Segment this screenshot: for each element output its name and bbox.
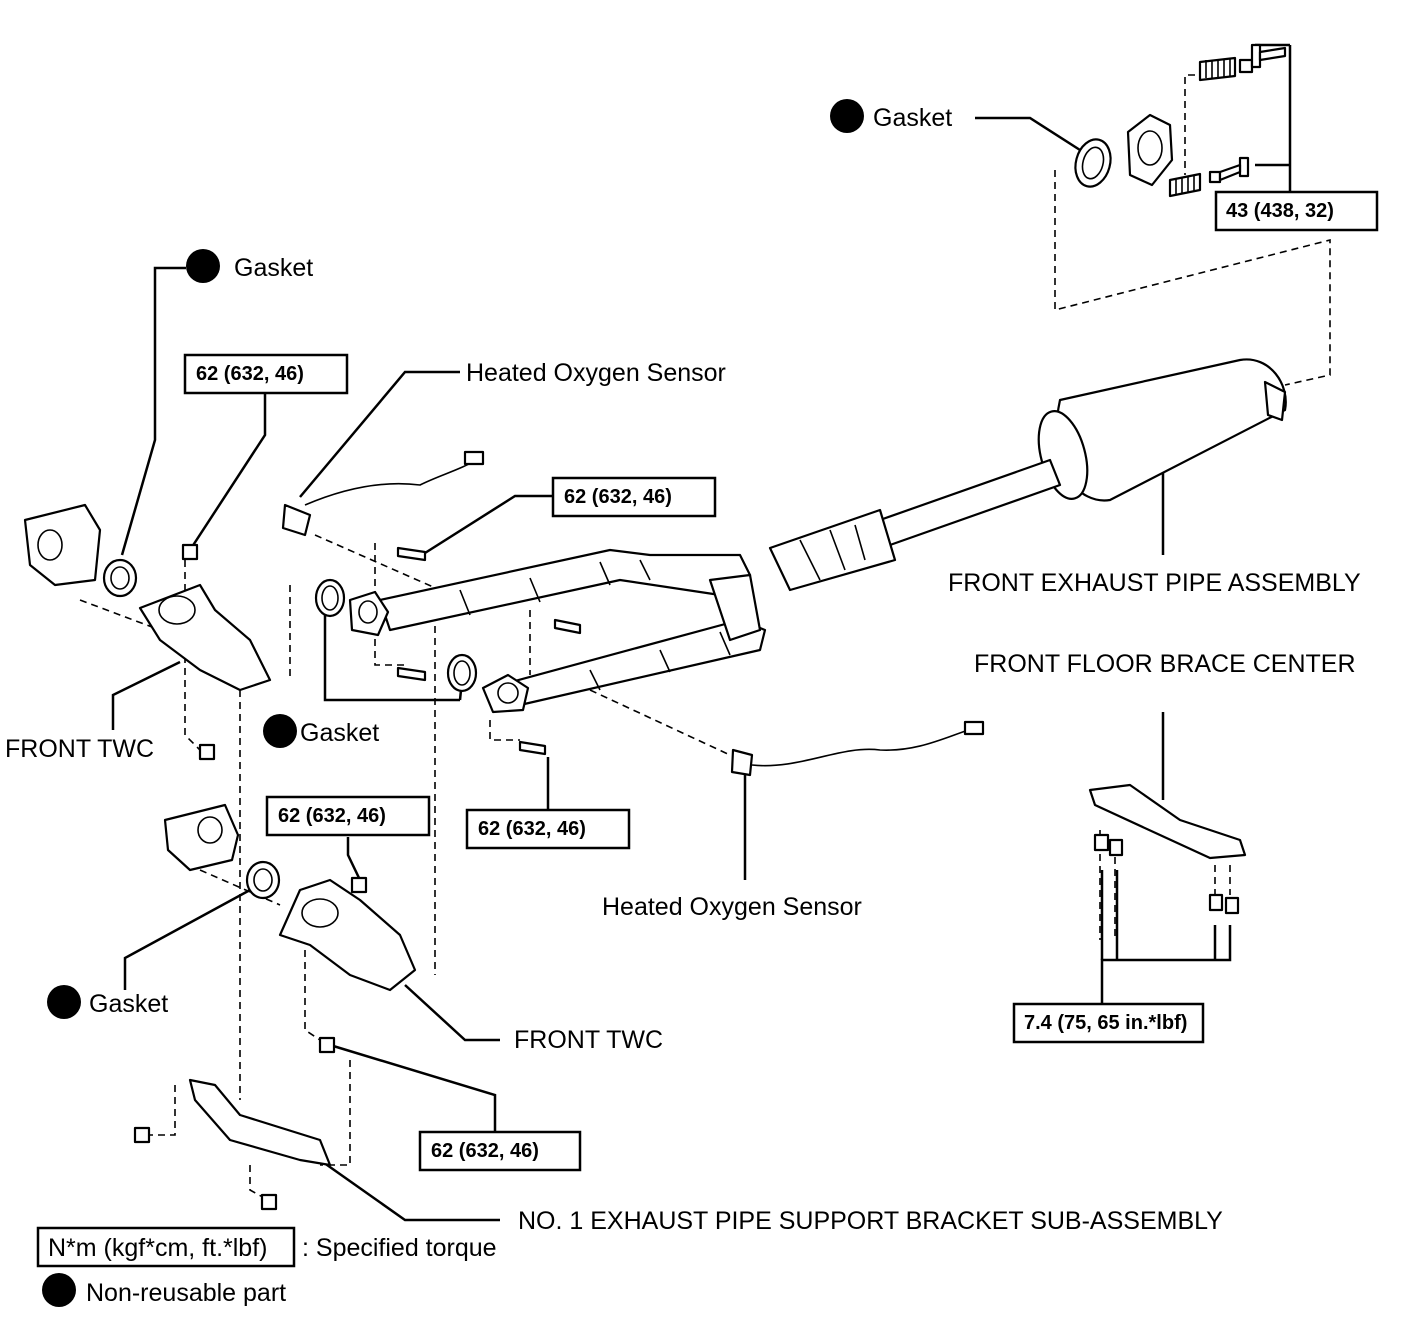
rear-flange	[1126, 113, 1174, 187]
rear-gasket	[1074, 138, 1112, 188]
legend: N*m (kgf*cm, ft.*lbf) : Specified torque…	[36, 1226, 497, 1307]
torque-value: 62 (632, 46)	[431, 1140, 539, 1162]
legend-unit-box: N*m (kgf*cm, ft.*lbf)	[48, 1234, 267, 1262]
upper-front-twc	[23, 503, 272, 761]
gasket-label: Gasket	[300, 719, 379, 747]
torque-value: 62 (632, 46)	[564, 486, 672, 508]
legend-unit-text: : Specified torque	[302, 1234, 497, 1262]
heated-oxygen-sensor-label: Heated Oxygen Sensor	[466, 359, 726, 387]
torque-box-upper-left: 62 (632, 46)	[183, 353, 349, 395]
torque-box-center: 62 (632, 46)	[551, 476, 717, 518]
lower-front-twc	[163, 803, 417, 1054]
nonreusable-dot	[186, 249, 220, 283]
torque-value: 62 (632, 46)	[278, 805, 386, 827]
support-bracket-label: NO. 1 EXHAUST PIPE SUPPORT BRACKET SUB-A…	[518, 1207, 1223, 1235]
floor-brace-center	[1088, 783, 1247, 915]
torque-box-mid-left: 62 (632, 46)	[265, 795, 431, 837]
center-bolts	[396, 546, 582, 756]
front-twc-label: FRONT TWC	[514, 1026, 663, 1054]
torque-value: 62 (632, 46)	[196, 363, 304, 385]
gasket-label: Gasket	[89, 990, 168, 1018]
torque-box-mid-center: 62 (632, 46)	[465, 808, 631, 850]
heated-oxygen-sensor-label: Heated Oxygen Sensor	[602, 893, 862, 921]
torque-value: 62 (632, 46)	[478, 818, 586, 840]
oxygen-sensor-lower	[730, 720, 985, 777]
oxygen-sensor-upper	[281, 450, 485, 537]
support-bracket	[133, 1078, 332, 1211]
torque-box-lower: 62 (632, 46)	[418, 1130, 582, 1172]
nonreusable-markers	[42, 99, 864, 1307]
gasket-label: Gasket	[234, 254, 313, 282]
nonreusable-dot	[830, 99, 864, 133]
torque-box-rear: 43 (438, 32)	[1214, 190, 1379, 232]
nonreusable-dot	[47, 985, 81, 1019]
leader-lines	[111, 43, 1292, 1222]
front-exhaust-pipe	[378, 458, 1062, 707]
torque-value: 43 (438, 32)	[1226, 200, 1334, 222]
rear-bolts-springs	[1168, 43, 1287, 198]
muffler	[1037, 358, 1287, 502]
pipe-flanges	[348, 590, 530, 714]
torque-value: 7.4 (75, 65 in.*lbf)	[1024, 1012, 1187, 1034]
front-floor-brace-center-label: FRONT FLOOR BRACE CENTER	[974, 650, 1356, 678]
mid-gaskets	[314, 578, 478, 693]
torque-box-brace: 7.4 (75, 65 in.*lbf)	[1012, 1002, 1205, 1044]
gasket-label: Gasket	[873, 104, 952, 132]
front-twc-label: FRONT TWC	[5, 735, 154, 763]
legend-nonreusable: Non-reusable part	[86, 1279, 286, 1307]
front-exhaust-pipe-assembly-label: FRONT EXHAUST PIPE ASSEMBLY	[948, 569, 1361, 597]
legend-dot	[42, 1273, 76, 1307]
nonreusable-dot	[263, 714, 297, 748]
